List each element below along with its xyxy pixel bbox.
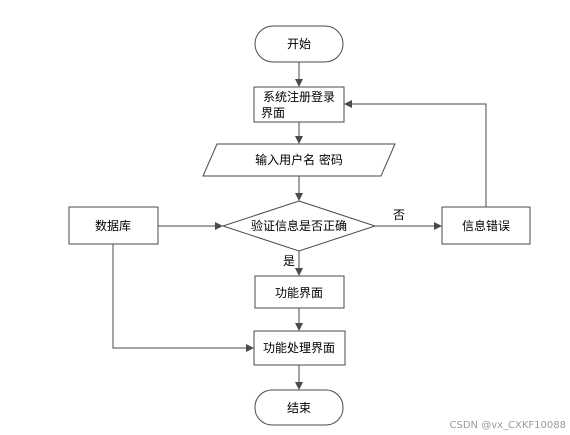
register-login-node: 系统注册登录 界面: [253, 86, 345, 123]
verify-label: 验证信息是否正确: [251, 218, 347, 233]
verify-node: 验证信息是否正确: [221, 200, 377, 252]
edge-database-processing: [112, 244, 254, 352]
error-node: 信息错误: [441, 206, 531, 245]
error-label: 信息错误: [462, 218, 510, 233]
edge-label-no: 否: [393, 208, 405, 222]
database-node: 数据库: [68, 206, 159, 245]
end-node: 结束: [254, 389, 344, 426]
edge-label-yes: 是: [283, 254, 295, 268]
edge-error-register: [344, 100, 487, 207]
watermark: CSDN @vx_CXKF10088: [450, 420, 566, 431]
function-processing-node: 功能处理界面: [253, 330, 346, 366]
input-node: 输入用户名 密码: [202, 143, 396, 177]
function-ui-label: 功能界面: [275, 286, 323, 300]
function-processing-label: 功能处理界面: [263, 341, 335, 355]
start-label: 开始: [287, 37, 311, 51]
input-label: 输入用户名 密码: [255, 152, 343, 167]
start-node: 开始: [254, 25, 344, 63]
register-login-label-line2: 界面: [261, 106, 285, 120]
register-login-label-line1: 系统注册登录: [263, 89, 335, 104]
end-label: 结束: [287, 401, 311, 415]
function-ui-node: 功能界面: [254, 275, 345, 309]
database-label: 数据库: [95, 218, 131, 233]
